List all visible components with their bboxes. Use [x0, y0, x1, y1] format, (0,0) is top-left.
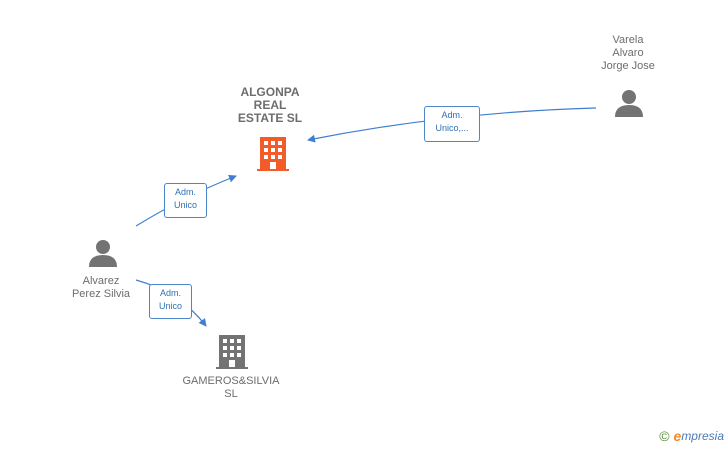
person-label-line: Jorge Jose	[601, 60, 655, 72]
company-label-line: ALGONPA	[240, 85, 300, 99]
edge-label-line: Unico	[158, 301, 182, 311]
company-label-algonpa[interactable]: ALGONPA REAL ESTATE SL	[222, 86, 318, 125]
person-label-line: Alvarez	[82, 275, 120, 287]
building-icon[interactable]	[257, 136, 289, 172]
building-icon[interactable]	[216, 334, 248, 370]
person-icon[interactable]	[88, 239, 118, 267]
edge-label-alvarez-gameros[interactable]: Adm. Unico	[149, 284, 192, 319]
copyright-icon: ©	[659, 428, 670, 444]
company-label-line: REAL	[253, 98, 287, 112]
edge-label-line: Adm.	[174, 187, 196, 197]
company-label-line: GAMEROS&SILVIA	[182, 375, 280, 387]
brand-name: mpresia	[681, 429, 724, 443]
edge-label-line: Unico	[173, 200, 197, 210]
person-label-varela[interactable]: Varela Alvaro Jorge Jose	[583, 34, 673, 73]
company-label-line: SL	[224, 388, 238, 400]
edge-label-line: Unico,...	[435, 123, 469, 133]
person-label-line: Perez Silvia	[71, 288, 131, 300]
company-label-line: ESTATE SL	[237, 111, 303, 125]
person-label-line: Alvaro	[612, 47, 644, 59]
brand-logo-letter: e	[673, 428, 682, 444]
edge-label-line: Adm.	[159, 288, 181, 298]
person-label-alvarez[interactable]: Alvarez Perez Silvia	[56, 275, 146, 301]
brand-footer[interactable]: © e mpresia	[659, 428, 724, 444]
person-label-line: Varela	[612, 34, 644, 46]
edge-label-alvarez-algonpa[interactable]: Adm. Unico	[164, 183, 207, 218]
edge-label-line: Adm.	[441, 110, 463, 120]
company-label-gameros[interactable]: GAMEROS&SILVIA SL	[172, 375, 290, 401]
person-icon[interactable]	[614, 89, 644, 117]
edge-label-varela-algonpa[interactable]: Adm. Unico,...	[424, 106, 480, 142]
